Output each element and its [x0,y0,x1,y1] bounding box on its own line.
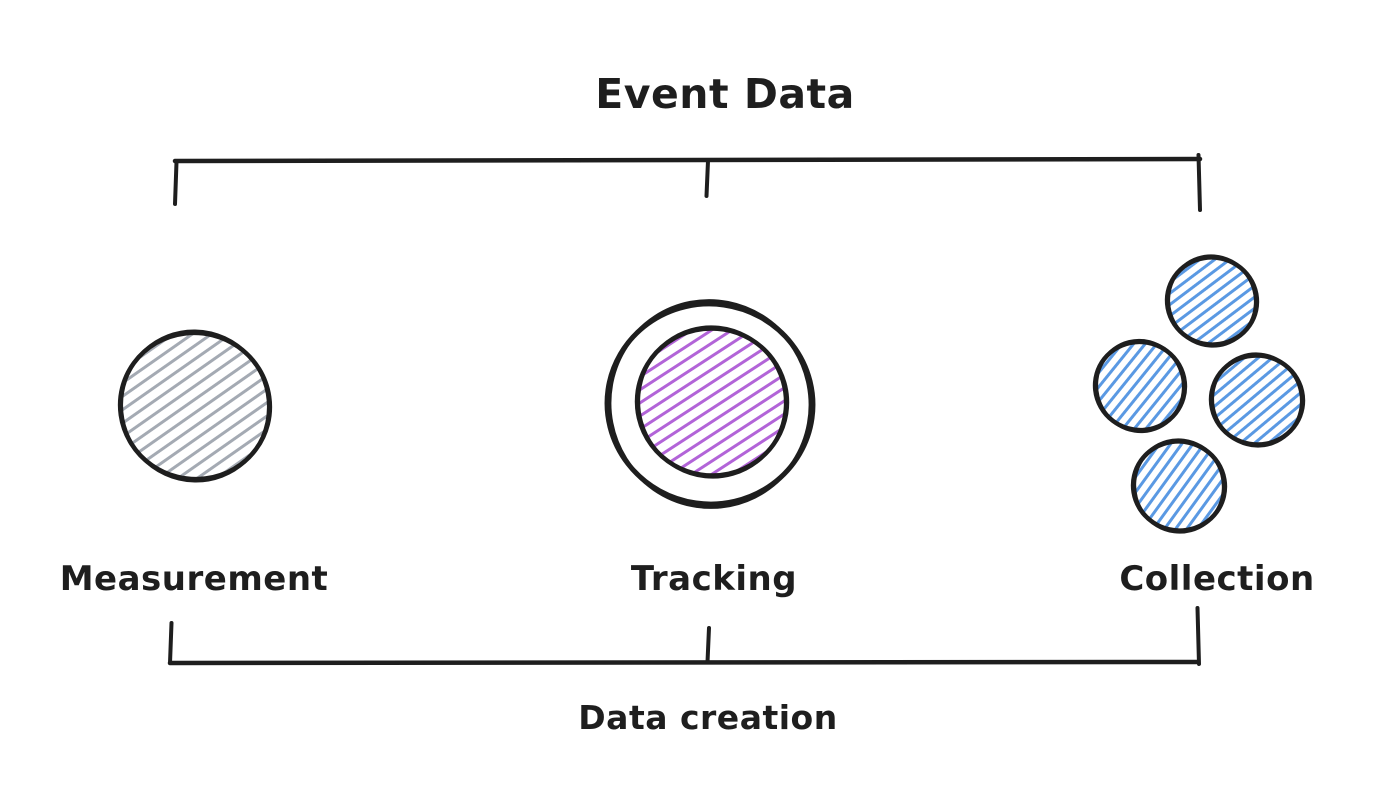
measurement-circle [117,329,273,483]
label-data-creation: Data creation [578,698,838,737]
diagram-title: Event Data [595,70,855,118]
collection-circle-bottom [1130,438,1228,534]
collection-circle-top [1164,254,1260,348]
tracking-inner-circle [634,325,790,479]
collection-cluster [1092,254,1306,534]
tracking-outer-ring [604,299,816,509]
label-collection: Collection [1119,559,1315,599]
label-tracking: Tracking [630,559,798,599]
top-bracket [172,153,1203,212]
collection-circle-left [1092,338,1188,434]
label-measurement: Measurement [59,559,329,599]
collection-circle-right [1208,352,1306,448]
bottom-bracket [167,606,1201,666]
